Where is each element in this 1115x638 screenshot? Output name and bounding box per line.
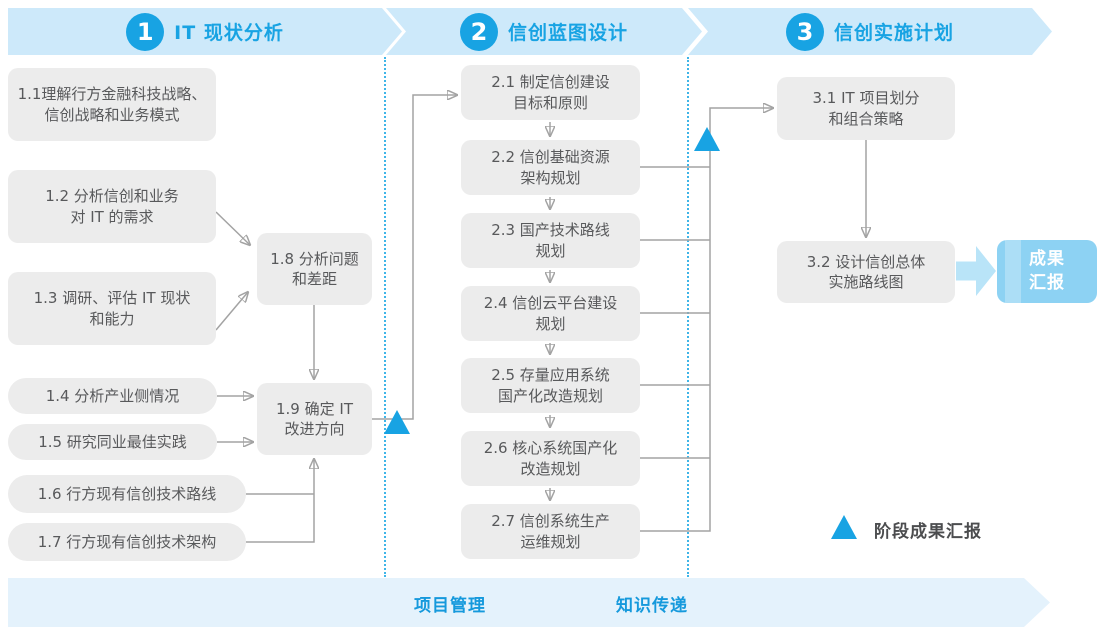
task-box-1-4: 1.4 分析产业侧情况 bbox=[8, 378, 217, 414]
task-box-2-4: 2.4 信创云平台建设 规划 bbox=[461, 286, 640, 341]
phase-divider-1 bbox=[384, 57, 386, 577]
task-box-1-9: 1.9 确定 IT 改进方向 bbox=[257, 383, 372, 455]
footer-banner: 项目管理 知识传递 bbox=[8, 578, 1050, 627]
phase-divider-2 bbox=[687, 57, 689, 577]
footer-item-project-management: 项目管理 bbox=[414, 596, 486, 616]
connector-1-3-to-1-8 bbox=[215, 292, 248, 331]
deliverable-label: 成果 汇报 bbox=[1029, 248, 1065, 293]
legend-label: 阶段成果汇报 bbox=[874, 522, 982, 542]
phase-number-3: 3 bbox=[786, 13, 824, 51]
phase-number-1: 1 bbox=[126, 13, 164, 51]
task-box-3-2: 3.2 设计信创总体 实施路线图 bbox=[777, 241, 955, 303]
milestone-triangle-phase1-icon bbox=[384, 410, 410, 434]
block-arrow-icon bbox=[956, 246, 996, 296]
phase-label-1: IT 现状分析 bbox=[174, 22, 284, 44]
phase-banner-1: 1 IT 现状分析 bbox=[8, 8, 402, 55]
task-box-2-7: 2.7 信创系统生产 运维规划 bbox=[461, 504, 640, 559]
legend-triangle-icon bbox=[831, 515, 857, 539]
deliverable-box: 成果 汇报 bbox=[997, 240, 1097, 303]
task-box-1-8: 1.8 分析问题 和差距 bbox=[257, 233, 372, 305]
task-box-2-1: 2.1 制定信创建设 目标和原则 bbox=[461, 65, 640, 120]
task-box-1-2: 1.2 分析信创和业务 对 IT 的需求 bbox=[8, 170, 216, 243]
task-box-2-3: 2.3 国产技术路线 规划 bbox=[461, 213, 640, 268]
task-box-1-1: 1.1理解行方金融科技战略、 信创战略和业务模式 bbox=[8, 68, 216, 141]
connector-1-2-to-1-8 bbox=[215, 211, 250, 245]
phase-banner-2: 2 信创蓝图设计 bbox=[386, 8, 702, 55]
phase-banner-3: 3 信创实施计划 bbox=[688, 8, 1052, 55]
connector-collector-to-3-1 bbox=[640, 108, 773, 532]
task-box-1-6: 1.6 行方现有信创技术路线 bbox=[8, 475, 246, 513]
phase-label-3: 信创实施计划 bbox=[833, 22, 954, 44]
task-box-1-5: 1.5 研究同业最佳实践 bbox=[8, 424, 217, 460]
task-box-2-6: 2.6 核心系统国产化 改造规划 bbox=[461, 431, 640, 486]
task-box-2-5: 2.5 存量应用系统 国产化改造规划 bbox=[461, 358, 640, 413]
phase-label-2: 信创蓝图设计 bbox=[507, 22, 628, 44]
task-box-3-1: 3.1 IT 项目划分 和组合策略 bbox=[777, 77, 955, 140]
deliverable-stripe bbox=[1005, 240, 1021, 303]
phase-number-2: 2 bbox=[460, 13, 498, 51]
footer-item-knowledge-transfer: 知识传递 bbox=[616, 596, 688, 616]
milestone-triangle-phase2-icon bbox=[694, 127, 720, 151]
connector-1-7-to-1-9 bbox=[246, 459, 314, 543]
task-box-1-7: 1.7 行方现有信创技术架构 bbox=[8, 523, 246, 561]
task-box-2-2: 2.2 信创基础资源 架构规划 bbox=[461, 140, 640, 195]
task-box-1-3: 1.3 调研、评估 IT 现状 和能力 bbox=[8, 272, 216, 345]
